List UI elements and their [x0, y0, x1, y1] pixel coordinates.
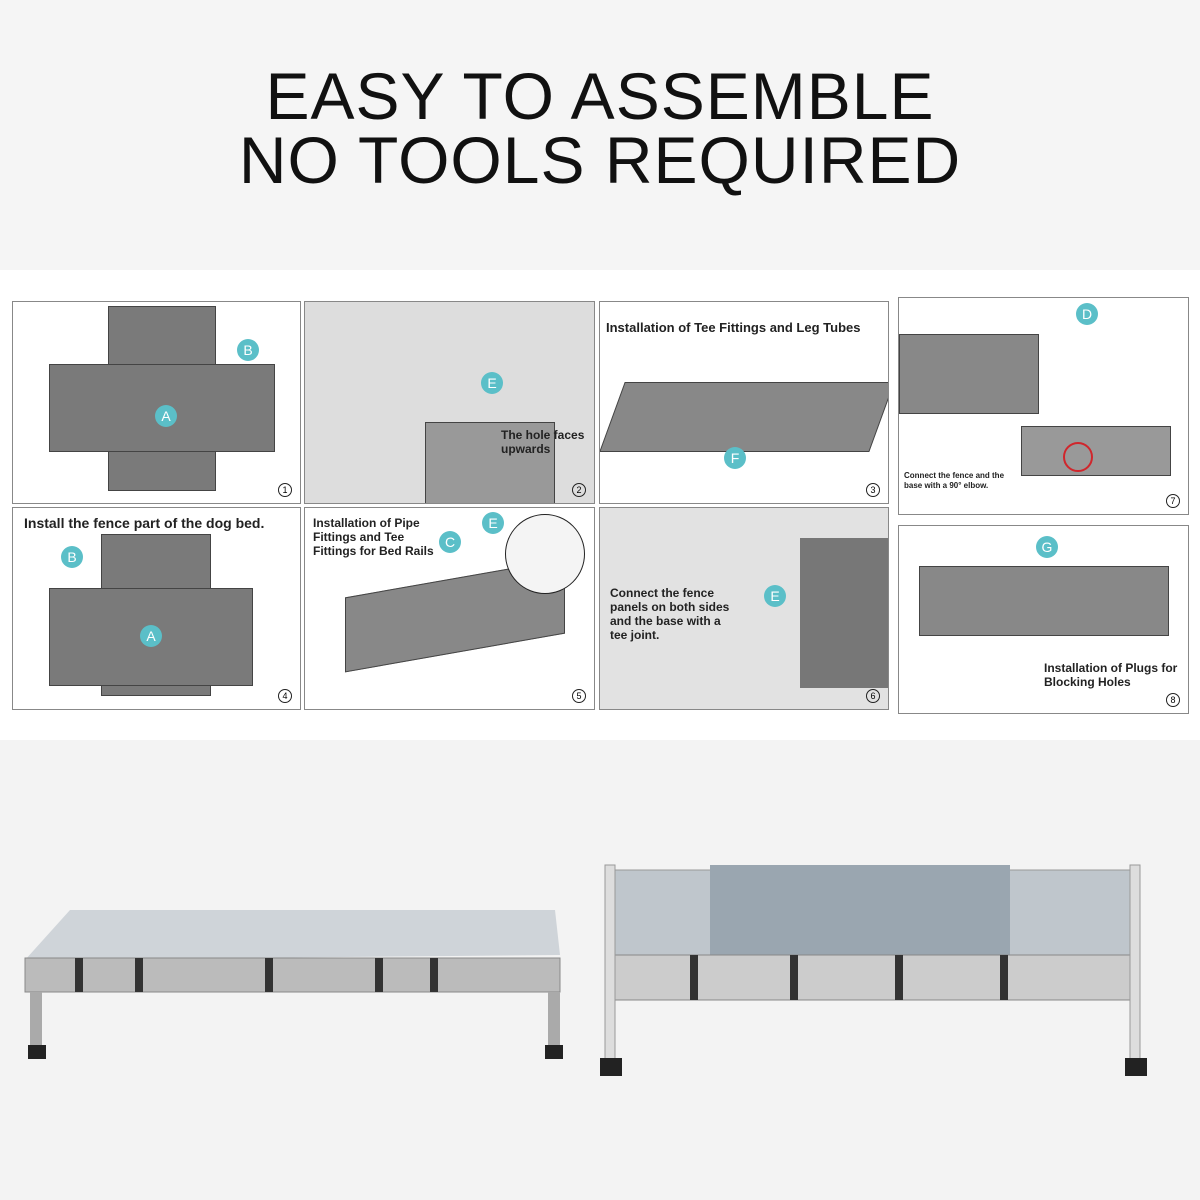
step-3-caption: Installation of Tee Fittings and Leg Tub…	[606, 320, 861, 335]
step-8-panel: G Installation of Plugs for Blocking Hol…	[898, 525, 1189, 714]
step-number: 5	[572, 689, 586, 703]
part-e-badge: E	[764, 585, 786, 607]
step-number: 4	[278, 689, 292, 703]
step-5-caption: Installation of Pipe Fittings and Tee Fi…	[313, 516, 434, 558]
step-2-caption: The hole faces upwards	[501, 428, 585, 456]
part-c-badge: C	[439, 531, 461, 553]
step-4-panel: Install the fence part of the dog bed. A…	[12, 507, 301, 710]
step-1-panel: A B 1	[12, 301, 301, 504]
step-number: 2	[572, 483, 586, 497]
step-4-caption: Install the fence part of the dog bed.	[24, 515, 265, 531]
part-f-badge: F	[724, 447, 746, 469]
part-a-badge: A	[155, 405, 177, 427]
part-e-badge: E	[482, 512, 504, 534]
step-7-caption: Connect the fence and the base with a 90…	[904, 471, 1005, 490]
part-b-badge: B	[61, 546, 83, 568]
step-8-caption: Installation of Plugs for Blocking Holes	[1044, 661, 1178, 689]
part-d-badge: D	[1076, 303, 1098, 325]
step-number: 7	[1166, 494, 1180, 508]
step-7-panel: D Connect the fence and the base with a …	[898, 297, 1189, 515]
elevated-bed-flat	[24, 910, 563, 1059]
header-band: EASY TO ASSEMBLE NO TOOLS REQUIRED	[0, 0, 1200, 270]
part-b-badge: B	[237, 339, 259, 361]
product-photos	[0, 740, 1200, 1200]
part-a-badge: A	[140, 625, 162, 647]
product-beds-illustration	[24, 864, 1147, 1076]
step-5-panel: Installation of Pipe Fittings and Tee Fi…	[304, 507, 595, 710]
step-6-panel: Connect the fence panels on both sides a…	[599, 507, 889, 710]
elevated-bed-with-fence	[600, 864, 1147, 1076]
headline-line-2: NO TOOLS REQUIRED	[238, 123, 962, 197]
part-g-badge: G	[1036, 536, 1058, 558]
step-3-panel: Installation of Tee Fittings and Leg Tub…	[599, 301, 889, 504]
part-e-badge: E	[481, 372, 503, 394]
step-number: 1	[278, 483, 292, 497]
step-number: 6	[866, 689, 880, 703]
step-6-caption: Connect the fence panels on both sides a…	[610, 586, 730, 642]
headline-line-1: EASY TO ASSEMBLE	[265, 59, 935, 133]
step-number: 8	[1166, 693, 1180, 707]
step-number: 3	[866, 483, 880, 497]
step-2-panel: E The hole faces upwards 2	[304, 301, 595, 504]
